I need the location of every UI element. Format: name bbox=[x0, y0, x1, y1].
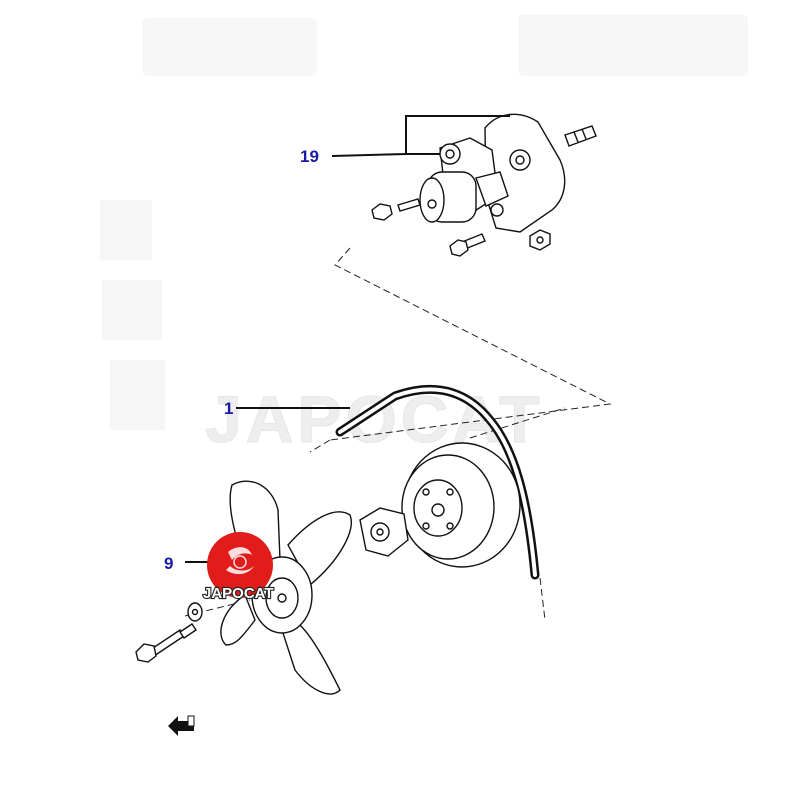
v-belt bbox=[335, 384, 540, 580]
background-watermark: JAPOCAT bbox=[100, 14, 748, 457]
seal-emblem-icon bbox=[207, 532, 273, 598]
fan-spacer bbox=[359, 507, 409, 557]
water-pump-assembly bbox=[371, 113, 597, 257]
pulley bbox=[401, 442, 521, 568]
fan-bolt bbox=[135, 602, 203, 663]
callout-label-19: 19 bbox=[300, 147, 319, 166]
callout-label-1: 1 bbox=[224, 399, 233, 418]
front-direction-arrow-icon bbox=[168, 715, 195, 736]
japocat-logo: JAPOCAT bbox=[202, 532, 275, 603]
callout-label-9: 9 bbox=[164, 554, 173, 573]
logo-text: JAPOCAT bbox=[203, 585, 274, 602]
